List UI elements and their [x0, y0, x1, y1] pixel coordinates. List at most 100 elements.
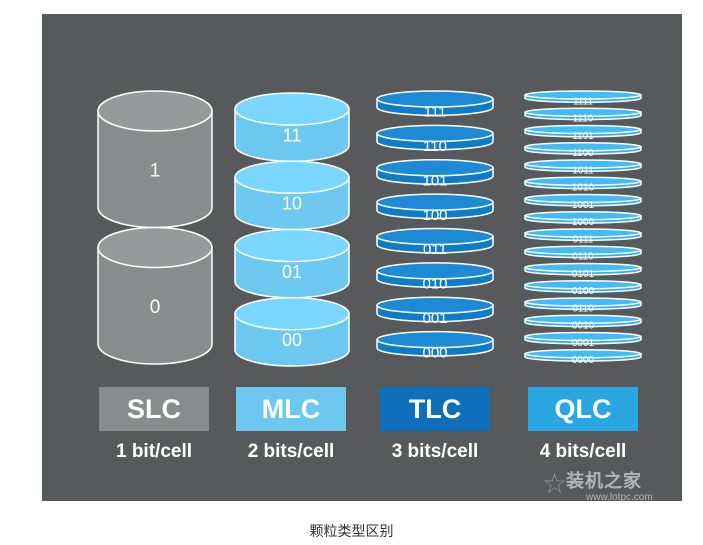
qlc-type-box: QLC: [528, 387, 638, 431]
cell-state-label: 0111: [573, 234, 594, 245]
cell-disc: 011: [376, 227, 494, 258]
watermark-title: 装机之家: [566, 471, 642, 492]
cell-disc-top: [376, 90, 494, 108]
cell-state-label: 100: [422, 207, 447, 224]
cell-disc: 101: [376, 159, 494, 189]
cell-state-label: 1011: [572, 165, 594, 176]
cell-state-label: 0110: [572, 303, 594, 314]
cell-disc-top: [97, 90, 213, 132]
cell-state-label: 0100: [572, 286, 595, 297]
cell-disc: 0100: [524, 280, 642, 297]
cell-disc-top: [376, 124, 494, 143]
mlc-bits-label: 2 bits/cell: [247, 441, 335, 462]
watermark-url: www.lotpc.com: [586, 492, 653, 503]
cell-state-label: 110: [423, 138, 447, 155]
cell-state-label: 1000: [572, 217, 595, 228]
cell-state-label: 010: [422, 276, 447, 293]
cell-disc-top: [524, 159, 642, 169]
cell-disc: 1110: [524, 107, 642, 125]
tlc-type-label: TLC: [408, 393, 462, 424]
cell-state-label: 10: [282, 194, 302, 214]
site-watermark: ☆ 装机之家 www.lotpc.com: [542, 461, 692, 511]
cell-state-label: 111: [424, 104, 447, 121]
cell-state-label: 000: [422, 344, 447, 361]
cell-disc: 1100: [524, 142, 642, 159]
cell-disc: 0001: [524, 331, 642, 349]
cell-state-label: 1110: [573, 114, 594, 125]
cell-disc-top: [234, 228, 350, 263]
cell-disc: 00: [234, 297, 350, 367]
cell-disc-top: [524, 228, 642, 238]
star-icon: ☆: [542, 467, 568, 500]
cell-disc-top: [524, 349, 642, 359]
cell-disc-top: [376, 262, 494, 280]
cell-disc-top: [376, 193, 494, 211]
cell-state-label: 0001: [572, 338, 595, 349]
cell-disc-top: [376, 159, 494, 177]
cell-disc-top: [524, 107, 642, 117]
qlc-type-label: QLC: [554, 393, 612, 424]
cell-state-label: 0000: [572, 355, 595, 366]
cell-state-label: 101: [422, 172, 447, 189]
cell-state-label: 1: [150, 160, 161, 181]
cell-disc: 0111: [524, 228, 642, 245]
cell-disc: 1010: [524, 176, 642, 194]
slc-type-box: SLC: [99, 387, 209, 431]
cell-disc: 0000: [524, 349, 642, 366]
cell-state-label: 0010: [572, 321, 595, 332]
cell-disc-top: [524, 193, 642, 204]
cell-disc-top: [376, 330, 494, 349]
cell-state-label: 0110: [572, 252, 594, 263]
cell-disc: 1: [97, 90, 213, 229]
mlc-type-label: MLC: [261, 393, 321, 424]
cell-disc-top: [524, 245, 642, 255]
cell-disc: 000: [376, 330, 494, 361]
cell-state-label: 1001: [572, 200, 595, 211]
cell-disc-top: [524, 90, 642, 100]
cell-disc-top: [524, 331, 642, 342]
cell-disc-top: [234, 160, 350, 194]
cell-disc: 10: [234, 160, 350, 231]
cell-disc: 0110: [524, 297, 642, 314]
tlc-cell-stack: 111 110 101 100 011 010 001 000: [376, 90, 494, 361]
cell-state-label: 1010: [572, 183, 595, 194]
mlc-cell-stack: 11 10 01 00: [234, 92, 350, 367]
cell-disc: 0110: [524, 245, 642, 263]
cell-disc-top: [524, 262, 642, 273]
cell-disc: 110: [376, 124, 494, 155]
cell-stack-diagram: 1011100100111110101100011010001000111111…: [97, 90, 642, 367]
cell-state-label: 00: [282, 330, 302, 350]
tlc-type-box: TLC: [380, 387, 490, 431]
cell-disc: 001: [376, 296, 494, 327]
cell-disc: 11: [234, 92, 350, 162]
cell-state-label: 0: [150, 297, 161, 318]
slc-cell-stack: 10: [97, 90, 213, 365]
cell-disc: 0010: [524, 314, 642, 332]
cell-state-label: 1111: [573, 96, 593, 107]
cell-disc-top: [524, 176, 642, 186]
figure-caption: 颗粒类型区别: [309, 524, 394, 540]
cell-disc-top: [234, 92, 350, 126]
qlc-bits-label: 4 bits/cell: [539, 441, 627, 462]
cell-disc: 1101: [524, 124, 642, 142]
cell-disc-top: [524, 142, 642, 152]
cell-disc-top: [524, 124, 642, 135]
cell-disc-top: [524, 211, 642, 221]
cell-disc: 1011: [524, 159, 642, 176]
cell-disc-top: [376, 296, 494, 314]
slc-type-label: SLC: [127, 393, 181, 424]
cell-disc: 0101: [524, 262, 642, 280]
cell-disc-top: [97, 226, 213, 269]
mlc-type-box: MLC: [236, 387, 346, 431]
cell-state-label: 1101: [572, 131, 594, 142]
cell-disc: 111: [376, 90, 494, 121]
cell-state-label: 1100: [572, 148, 594, 159]
cell-disc: 010: [376, 262, 494, 293]
cell-disc: 1000: [524, 211, 642, 228]
cell-state-label: 11: [283, 125, 302, 145]
qlc-cell-stack: 1111 1110 1101 1100 1011 1010 1001 1000 0111 0110…: [524, 90, 642, 366]
cell-state-label: 011: [423, 241, 447, 258]
cell-state-label: 0101: [572, 269, 595, 280]
cell-disc: 01: [234, 228, 350, 299]
